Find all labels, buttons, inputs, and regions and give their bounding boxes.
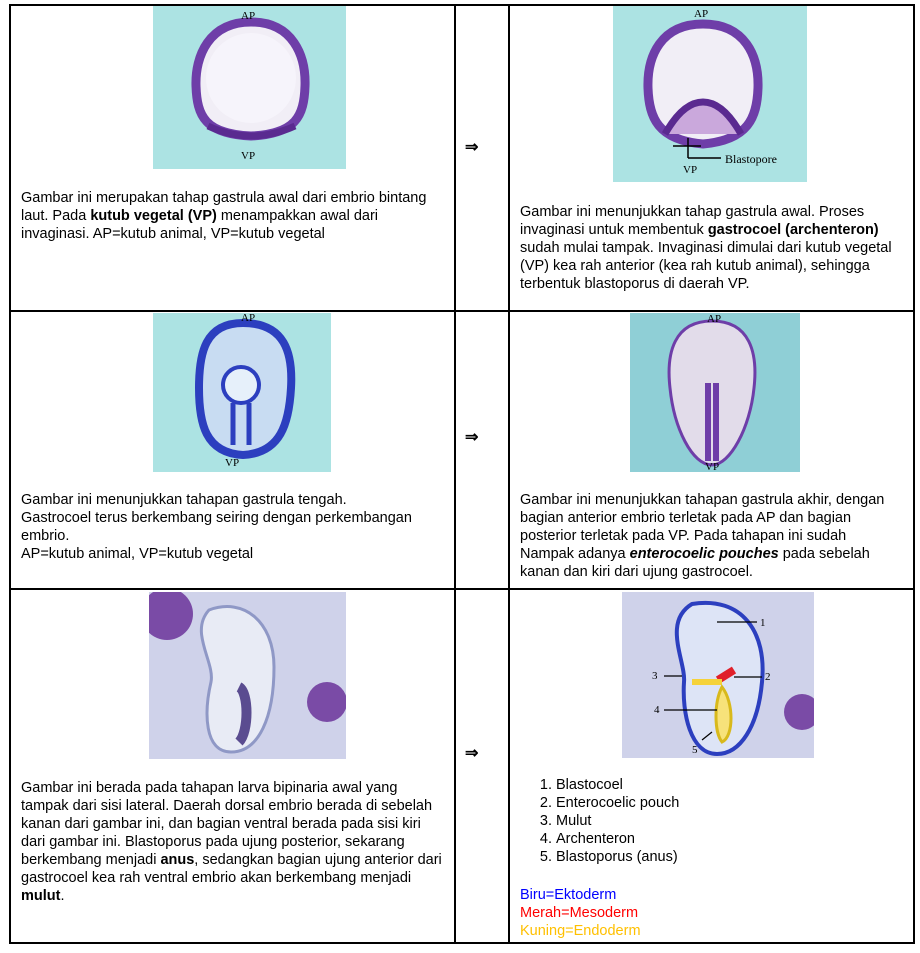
list-item: Blastoporus (anus) [556, 848, 900, 866]
list-item: Enterocoelic pouch [556, 794, 900, 812]
caption-line: Gastrocoel terus berkembang seiring deng… [21, 510, 412, 544]
row-divider-2 [9, 588, 915, 590]
early-gastrula-micrograph [153, 6, 346, 169]
caption-text: pada sebelah kanan dan kiri dari ujung g… [520, 546, 870, 580]
caption-text: menampakkan awal dari invaginasi. AP=kut… [21, 208, 379, 242]
list-item: Mulut [556, 812, 900, 830]
caption-text: . [60, 888, 65, 904]
legend-ektoderm: Biru=Ektoderm [520, 887, 617, 903]
label-blastopore: Blastopore [725, 152, 777, 166]
legend-mesoderm: Merah=Mesoderm [520, 905, 639, 921]
column-divider-right [508, 4, 510, 944]
caption-bold-italic: enterocoelic pouches [629, 546, 779, 562]
label-vp: VP [683, 164, 698, 176]
caption-bold: kutub vegetal (VP) [90, 208, 217, 224]
column-divider-left [454, 4, 456, 944]
mid-gastrula-micrograph [153, 313, 331, 472]
caption-line: Gambar ini menunjukkan tahapan gastrula … [21, 492, 347, 508]
caption-bold: anus [160, 852, 195, 868]
legend-endoderm: Kuning=Endoderm [520, 923, 641, 939]
caption-bold: mulut [21, 888, 61, 904]
arrow-icon: ⇒ [465, 429, 479, 446]
figure-number: 4 [654, 704, 660, 716]
row-divider-1 [9, 310, 915, 312]
label-ap: AP [694, 8, 709, 20]
label-vp: VP [705, 461, 720, 473]
early-gastrula-invagination-micrograph [613, 6, 807, 182]
late-gastrula-micrograph [630, 313, 800, 472]
caption-text: sudah mulai tampak. Invaginasi dimulai d… [520, 240, 892, 292]
label-ap: AP [707, 313, 722, 325]
figure-number: 3 [652, 670, 658, 682]
arrow-icon: ⇒ [465, 745, 479, 762]
label-ap: AP [241, 10, 256, 22]
figure-number: 2 [765, 671, 771, 683]
caption-line: AP=kutub animal, VP=kutub vegetal [21, 546, 254, 562]
row3-left-caption: Gambar ini berada pada tahapan larva bip… [21, 779, 446, 905]
caption-text: , sedangkan bagian ujung anterior dari g… [21, 852, 442, 886]
arrow-icon: ⇒ [465, 139, 479, 156]
figure-number: 1 [760, 617, 766, 629]
content-table [9, 4, 915, 944]
figure-number: 5 [692, 744, 698, 756]
row1-right-caption: Gambar ini menunjukkan tahap gastrula aw… [520, 203, 898, 293]
label-ap: AP [241, 312, 256, 324]
list-item: Archenteron [556, 830, 900, 848]
labeled-larva-micrograph [622, 592, 814, 758]
row2-left-caption: Gambar ini menunjukkan tahapan gastrula … [21, 491, 441, 563]
label-vp: VP [241, 150, 256, 162]
structure-list: Blastocoel Enterocoelic pouch Mulut Arch… [520, 776, 900, 866]
row2-right-caption: Gambar ini menunjukkan tahapan gastrula … [520, 491, 900, 581]
list-item: Blastocoel [556, 776, 900, 794]
bipinnaria-larva-micrograph [149, 592, 346, 759]
caption-text: Gambar ini berada pada tahapan larva bip… [21, 780, 433, 868]
caption-text: Gambar ini menunjukkan tahap gastrula aw… [520, 204, 865, 238]
row1-left-caption: Gambar ini merupakan tahap gastrula awal… [21, 189, 441, 243]
caption-text: Gambar ini menunjukkan tahapan gastrula … [520, 492, 885, 562]
label-vp: VP [225, 457, 240, 469]
caption-text: Gambar ini merupakan tahap gastrula awal… [21, 190, 427, 224]
caption-bold: gastrocoel (archenteron) [707, 222, 879, 238]
color-legend: Biru=Ektoderm Merah=Mesoderm Kuning=Endo… [520, 886, 820, 940]
